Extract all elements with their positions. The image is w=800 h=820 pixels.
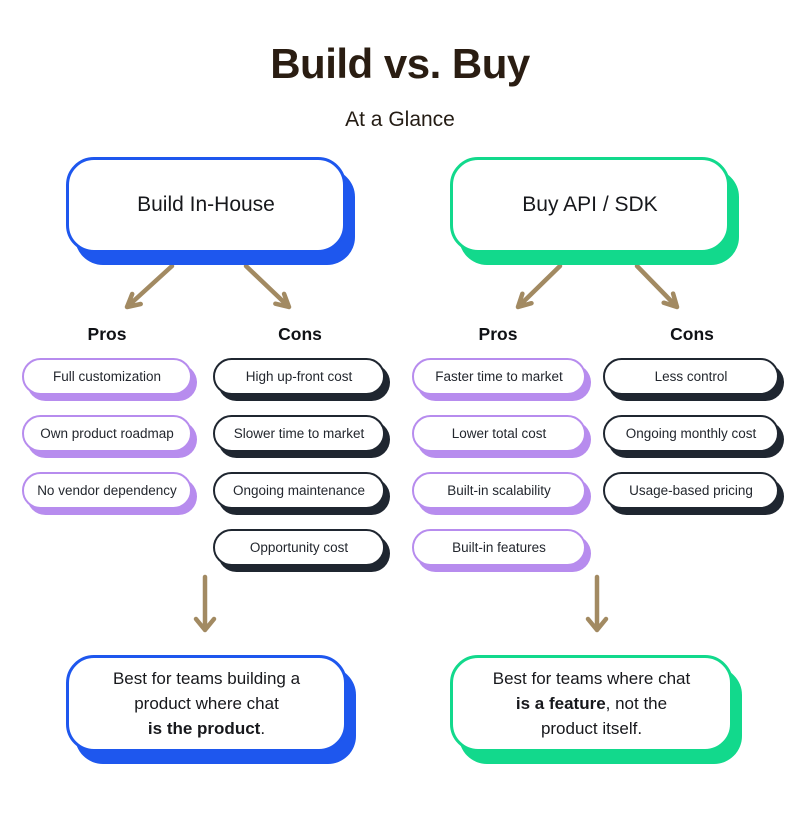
conclusion-text: . xyxy=(260,719,266,738)
conclusion-line: product where chat xyxy=(134,691,279,716)
pros-item: Built-in features xyxy=(412,529,586,566)
build-cons-arrow-icon xyxy=(243,263,292,310)
build-cons-column: High up-front cost Slower time to market… xyxy=(213,358,385,566)
pros-item: Full customization xyxy=(22,358,192,395)
cons-item: High up-front cost xyxy=(213,358,385,395)
build-header-box: Build In-House xyxy=(66,157,346,253)
cons-item: Ongoing monthly cost xyxy=(603,415,779,452)
buy-pros-arrow-icon xyxy=(515,263,563,310)
buy-pros-column: Faster time to market Lower total cost B… xyxy=(412,358,586,566)
pros-item: No vendor dependency xyxy=(22,472,192,509)
build-pros-label: Pros xyxy=(87,324,127,344)
conclusion-text: Best for teams building a xyxy=(112,669,301,688)
buy-header-box: Buy API / SDK xyxy=(450,157,730,253)
build-header-label: Build In-House xyxy=(137,193,275,216)
buy-conclusion-arrow-icon xyxy=(585,574,609,633)
page-subtitle: At a Glance xyxy=(345,108,455,131)
cons-item: Less control xyxy=(603,358,779,395)
conclusion-line: product itself. xyxy=(541,716,642,741)
conclusion-line: Best for teams where chat xyxy=(493,666,690,691)
pros-item: Built-in scalability xyxy=(412,472,586,509)
pros-item: Faster time to market xyxy=(412,358,586,395)
cons-item: Usage-based pricing xyxy=(603,472,779,509)
build-pros-arrow-icon xyxy=(124,263,175,310)
build-conclusion-box: Best for teams building a product where … xyxy=(66,655,347,752)
pros-item: Own product roadmap xyxy=(22,415,192,452)
conclusion-bold-text: is a feature xyxy=(515,694,606,713)
conclusion-text: , not the xyxy=(605,694,668,713)
conclusion-line: Best for teams building a xyxy=(113,666,300,691)
build-cons-label: Cons xyxy=(278,324,322,344)
conclusion-text: product itself. xyxy=(540,719,643,738)
conclusion-text: Best for teams where chat xyxy=(492,669,691,688)
build-pros-column: Full customization Own product roadmap N… xyxy=(22,358,192,509)
buy-cons-label: Cons xyxy=(670,324,714,344)
buy-header-label: Buy API / SDK xyxy=(522,193,658,216)
cons-item: Opportunity cost xyxy=(213,529,385,566)
conclusion-bold-text: is the product xyxy=(147,719,261,738)
buy-cons-column: Less control Ongoing monthly cost Usage-… xyxy=(603,358,779,509)
conclusion-line: is a feature, not the xyxy=(516,691,667,716)
buy-cons-arrow-icon xyxy=(634,263,680,310)
cons-item: Ongoing maintenance xyxy=(213,472,385,509)
pros-item: Lower total cost xyxy=(412,415,586,452)
page-title: Build vs. Buy xyxy=(270,40,530,87)
buy-conclusion-box: Best for teams where chat is a feature, … xyxy=(450,655,733,752)
cons-item: Slower time to market xyxy=(213,415,385,452)
build-conclusion-arrow-icon xyxy=(193,574,217,633)
buy-pros-label: Pros xyxy=(478,324,518,344)
conclusion-text: product where chat xyxy=(134,694,279,713)
conclusion-line: is the product. xyxy=(148,716,265,741)
